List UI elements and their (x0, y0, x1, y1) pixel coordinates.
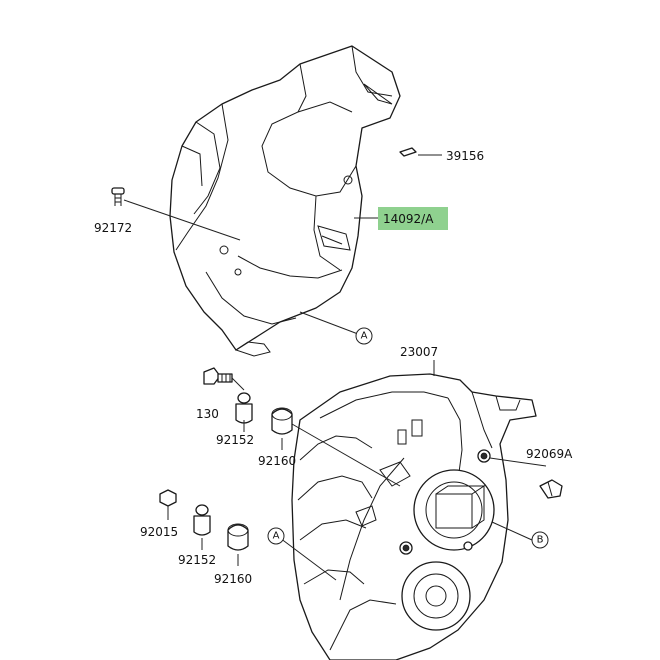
nut-92015-drawing (159, 489, 177, 507)
label-130: 130 (196, 407, 219, 421)
leader-lines (123, 154, 547, 581)
grommet-92160-bottom-drawing (227, 523, 249, 551)
svg-text:A: A (273, 531, 280, 542)
svg-text:B: B (537, 535, 544, 546)
label-92160-bottom: 92160 (214, 572, 252, 586)
label-92069a: 92069A (526, 447, 573, 461)
collar-92152-top-drawing (235, 392, 253, 424)
svg-text:A: A (361, 331, 368, 342)
highlight-14092a (378, 207, 448, 230)
grommet-92160-top-drawing (271, 407, 293, 435)
collar-92152-bottom-drawing (193, 504, 211, 536)
label-92015: 92015 (140, 525, 178, 539)
label-92152-bottom: 92152 (178, 553, 216, 567)
label-92172: 92172 (94, 221, 132, 235)
screw-92172-drawing (111, 187, 125, 206)
bolt-130-drawing (203, 367, 233, 385)
assembly-23007-drawing (291, 373, 537, 660)
key-39156-drawing (399, 147, 417, 157)
engine-cover-drawing (169, 45, 401, 357)
callout-a-lower: A (267, 527, 285, 545)
callout-b: B (531, 531, 549, 549)
label-92160-top: 92160 (258, 454, 296, 468)
label-92152-top: 92152 (216, 433, 254, 447)
label-14092a: 14092/A (383, 212, 434, 226)
bulb-92069a-drawing (539, 479, 563, 499)
label-39156: 39156 (446, 149, 484, 163)
callout-a-upper: A (355, 327, 373, 345)
label-23007: 23007 (400, 345, 438, 359)
